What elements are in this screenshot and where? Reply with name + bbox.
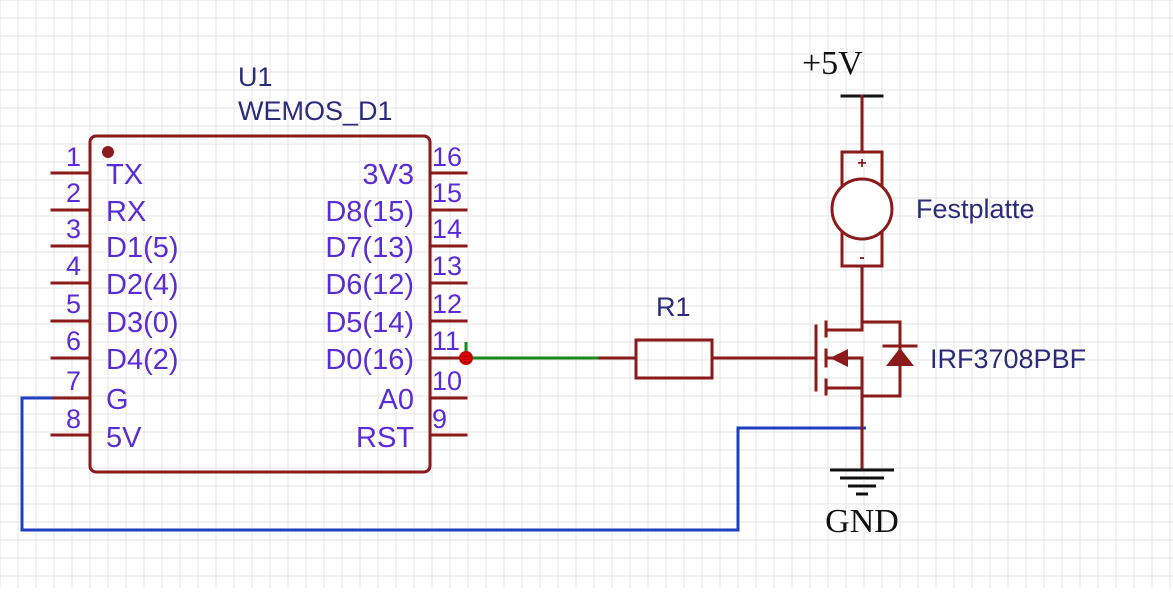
u1-pin-7-label: G [106, 384, 129, 416]
u1-pin-1-label: TX [106, 159, 143, 191]
u1-right-pins: 16 15 14 13 12 11 10 9 3V3 D8(15) D7(13)… [325, 142, 468, 454]
u1-pin-8-number: 8 [66, 404, 81, 434]
u1-pin-3-label: D1(5) [106, 232, 179, 264]
u1-pin-10-label: A0 [379, 384, 414, 416]
motor-component[interactable]: + - Festplatte [830, 150, 1035, 324]
u1-pin-2-label: RX [106, 196, 146, 228]
u1-pin-14-number: 14 [432, 214, 462, 244]
vcc-power-symbol[interactable]: +5V [802, 45, 884, 154]
u1-pin-11-number: 11 [432, 326, 460, 356]
junction-dot [459, 351, 473, 365]
u1-left-pins: 1 2 3 4 5 6 7 8 TX RX D1(5) D2(4) D3(0) … [50, 142, 179, 454]
u1-pin-5-label: D3(0) [106, 307, 179, 339]
motor-minus-mark: - [859, 249, 864, 266]
gnd-power-symbol[interactable]: GND [825, 426, 899, 540]
r1-ref-label: R1 [656, 292, 691, 322]
mosfet-component[interactable]: IRF3708PBF [814, 320, 1086, 430]
net-gnd-wire[interactable] [20, 396, 866, 532]
motor-circle [830, 177, 894, 241]
u1-pin-15-number: 15 [432, 178, 462, 208]
u1-pin-12-label: D5(14) [325, 307, 414, 339]
u1-pin-13-number: 13 [432, 251, 462, 281]
u1-pin-2-number: 2 [66, 178, 81, 208]
u1-pin-8-label: 5V [106, 422, 142, 454]
u1-pin-12-number: 12 [432, 289, 462, 319]
u1-value-label: WEMOS_D1 [238, 96, 393, 126]
u1-pin-4-number: 4 [66, 251, 81, 281]
u1-pin-16-label: 3V3 [362, 159, 414, 191]
u1-pin-4-label: D2(4) [106, 269, 179, 301]
motor-label: Festplatte [916, 194, 1035, 224]
u1-pin-11-label: D0(16) [325, 344, 414, 376]
vcc-label: +5V [802, 45, 863, 82]
r1-component[interactable]: R1 [598, 292, 818, 380]
u1-pin-1-number: 1 [66, 142, 81, 172]
u1-pin1-marker [102, 146, 114, 158]
u1-pin-15-label: D8(15) [325, 196, 414, 228]
r1-body [634, 338, 714, 380]
motor-plus-mark: + [857, 155, 866, 172]
mosfet-diode-icon [886, 348, 914, 366]
u1-pin-10-number: 10 [432, 366, 462, 396]
mosfet-label: IRF3708PBF [930, 344, 1086, 374]
gnd-label: GND [825, 503, 899, 540]
u1-pin-13-label: D6(12) [325, 269, 414, 301]
mosfet-arrow [830, 349, 848, 367]
u1-body [88, 134, 432, 474]
u1-pin-6-label: D4(2) [106, 344, 179, 376]
u1-pin-7-number: 7 [66, 366, 81, 396]
u1-pin-3-number: 3 [66, 214, 81, 244]
u1-pin-9-number: 9 [432, 404, 447, 434]
u1-component[interactable]: U1 WEMOS_D1 1 2 3 4 5 6 7 8 TX RX D1(5) … [50, 62, 468, 474]
u1-pin-6-number: 6 [66, 326, 81, 356]
u1-pin-14-label: D7(13) [325, 232, 414, 264]
u1-pin-16-number: 16 [432, 142, 462, 172]
mosfet-drain-lead [824, 320, 864, 332]
u1-ref-label: U1 [238, 62, 273, 92]
u1-pin-9-label: RST [356, 422, 414, 454]
u1-pin-5-number: 5 [66, 289, 81, 319]
